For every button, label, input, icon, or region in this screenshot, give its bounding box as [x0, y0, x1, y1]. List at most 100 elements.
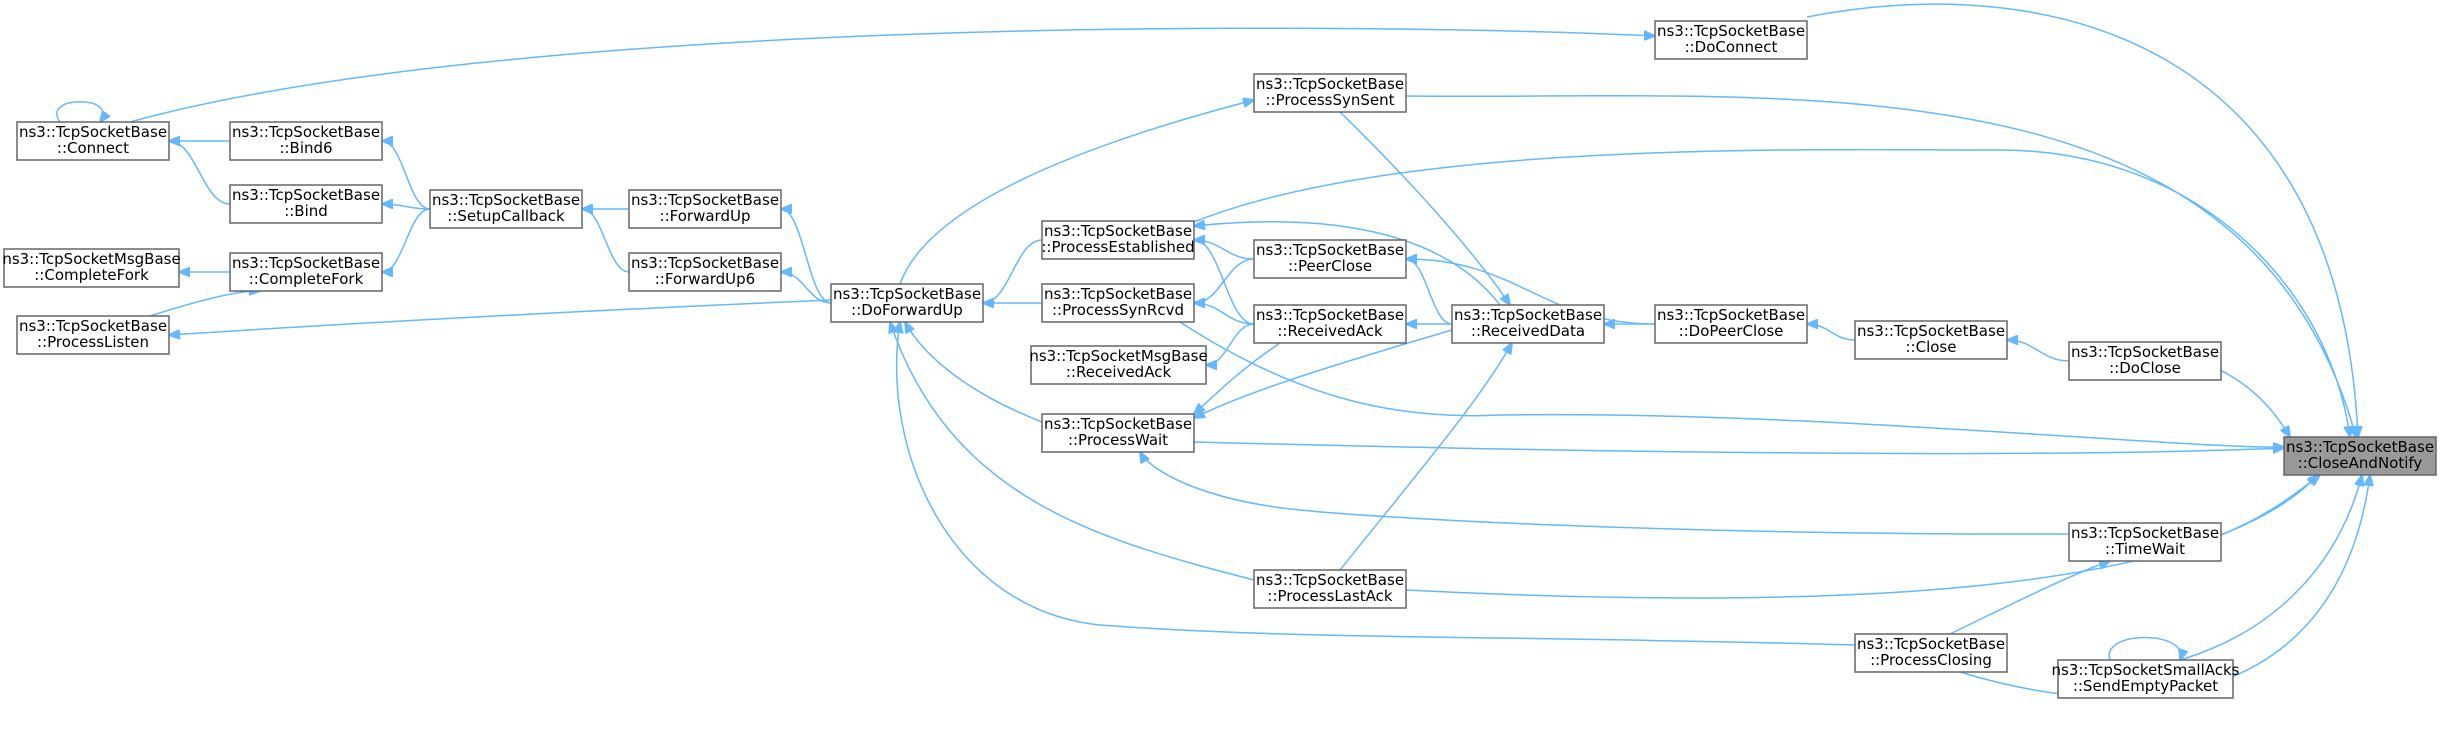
node-process-last-ack[interactable]: ns3::TcpSocketBase::ProcessLastAck: [1253, 569, 1407, 609]
edge-connect-to-do-connect: [129, 27, 1655, 123]
edge-path: [1194, 342, 1281, 414]
edge-path: [2220, 475, 2320, 536]
edge-path: [2007, 340, 2070, 362]
edge-path: [897, 322, 1856, 646]
node-box: [2068, 341, 2222, 381]
edge-path: [382, 141, 431, 210]
node-method-label: ::ForwardUp: [660, 207, 751, 225]
node-box: [1030, 345, 1207, 385]
edge-path: [582, 209, 630, 273]
node-method-label: ::SendEmptyPacket: [2073, 677, 2218, 695]
edge-path: [2179, 475, 2362, 661]
edge-path: [1206, 323, 1255, 365]
node-method-label: ::ReceivedAck: [1277, 322, 1383, 340]
node-box: [1854, 320, 2008, 360]
edge-send-empty-packet-to-send-empty-packet: [2108, 636, 2181, 661]
edge-path: [382, 208, 431, 272]
node-method-label: ::ProcessLastAck: [1267, 587, 1392, 605]
node-box: [3, 248, 180, 288]
node-class-label: ns3::TcpSocketBase: [1857, 635, 2005, 653]
node-process-syn-rcvd[interactable]: ns3::TcpSocketBase::ProcessSynRcvd: [1041, 283, 1195, 323]
node-connect[interactable]: ns3::TcpSocketBase::Connect: [16, 121, 170, 161]
node-class-label: ns3::TcpSocketBase: [232, 123, 380, 141]
node-method-label: ::Bind: [284, 202, 328, 220]
node-process-established[interactable]: ns3::TcpSocketBase::ProcessEstablished: [1041, 220, 1195, 260]
node-box: [1253, 239, 1407, 279]
edge-path: [905, 322, 1043, 423]
node-method-label: ::ProcessWait: [1068, 431, 1168, 449]
edge-do-forward-up-to-forward-up: [781, 209, 832, 304]
node-close[interactable]: ns3::TcpSocketBase::Close: [1854, 320, 2008, 360]
edge-path: [2108, 636, 2181, 661]
node-complete-fork[interactable]: ns3::TcpSocketBase::CompleteFork: [229, 252, 383, 292]
edge-bind-to-connect: [169, 141, 231, 205]
edge-process-syn-sent-to-received-data: [1339, 111, 1510, 305]
node-process-wait[interactable]: ns3::TcpSocketBase::ProcessWait: [1041, 413, 1195, 453]
edge-received-ack-to-process-wait: [1194, 342, 1281, 414]
node-bind6[interactable]: ns3::TcpSocketBase::Bind6: [229, 121, 383, 161]
node-method-label: ::DoClose: [2109, 359, 2181, 377]
node-do-forward-up[interactable]: ns3::TcpSocketBase::DoForwardUp: [830, 283, 984, 323]
node-class-label: ns3::TcpSocketBase: [2071, 524, 2219, 542]
node-method-label: ::CompleteFork: [34, 266, 149, 284]
node-class-label: ns3::TcpSocketBase: [1256, 306, 1404, 324]
node-box: [1654, 304, 1808, 344]
node-do-peer-close[interactable]: ns3::TcpSocketBase::DoPeerClose: [1654, 304, 1808, 344]
edge-process-established-to-do-forward-up: [983, 239, 1043, 303]
node-class-label: ns3::TcpSocketBase: [1044, 415, 1192, 433]
node-method-label: ::ProcessSynRcvd: [1052, 301, 1184, 319]
edge-path: [169, 299, 832, 335]
node-close-and-notify[interactable]: ns3::TcpSocketBase::CloseAndNotify: [2283, 436, 2437, 476]
node-method-label: ::ProcessListen: [37, 333, 149, 351]
node-class-label: ns3::TcpSocketBase: [232, 254, 380, 272]
edge-close-to-do-peer-close: [1807, 324, 1856, 341]
node-class-label: ns3::TcpSocketSmallAcks: [2052, 661, 2240, 679]
node-bind[interactable]: ns3::TcpSocketBase::Bind: [229, 184, 383, 224]
node-box: [830, 283, 984, 323]
edge-process-last-ack-to-do-forward-up: [890, 322, 1255, 581]
edge-path: [899, 100, 1254, 285]
node-received-data[interactable]: ns3::TcpSocketBase::ReceivedData: [1451, 304, 1605, 344]
node-process-syn-sent[interactable]: ns3::TcpSocketBase::ProcessSynSent: [1253, 73, 1407, 113]
node-box: [229, 121, 383, 161]
node-class-label: ns3::TcpSocketBase: [1256, 241, 1404, 259]
node-method-label: ::Connect: [57, 139, 129, 157]
edge-path: [983, 239, 1043, 303]
edge-process-wait-to-close-and-notify: [1193, 441, 2284, 455]
edge-process-wait-to-do-forward-up: [905, 322, 1043, 423]
edge-path: [781, 209, 832, 304]
node-forward-up[interactable]: ns3::TcpSocketBase::ForwardUp: [628, 189, 782, 229]
node-msg-complete-fork[interactable]: ns3::TcpSocketMsgBase::CompleteFork: [2, 248, 181, 288]
node-time-wait[interactable]: ns3::TcpSocketBase::TimeWait: [2068, 522, 2222, 562]
node-setup-callback[interactable]: ns3::TcpSocketBase::SetupCallback: [429, 189, 583, 229]
node-msg-received-ack[interactable]: ns3::TcpSocketMsgBase::ReceivedAck: [1029, 345, 1208, 385]
node-method-label: ::CloseAndNotify: [2298, 454, 2423, 472]
node-forward-up6[interactable]: ns3::TcpSocketBase::ForwardUp6: [628, 252, 782, 292]
node-process-listen[interactable]: ns3::TcpSocketBase::ProcessListen: [16, 315, 170, 355]
edge-setup-callback-to-complete-fork: [382, 208, 431, 272]
node-class-label: ns3::TcpSocketBase: [19, 317, 167, 335]
node-box: [628, 189, 782, 229]
node-box: [1253, 304, 1407, 344]
edge-path: [1194, 303, 1255, 325]
node-method-label: ::Close: [1906, 338, 1957, 356]
node-process-closing[interactable]: ns3::TcpSocketBase::ProcessClosing: [1854, 633, 2008, 673]
node-method-label: ::DoConnect: [1685, 38, 1778, 56]
node-class-label: ns3::TcpSocketBase: [2286, 438, 2434, 456]
edge-path: [1807, 324, 1856, 341]
node-box: [1654, 20, 1808, 60]
node-peer-close[interactable]: ns3::TcpSocketBase::PeerClose: [1253, 239, 1407, 279]
node-class-label: ns3::TcpSocketBase: [232, 186, 380, 204]
edge-path: [1949, 561, 2110, 635]
node-class-label: ns3::TcpSocketBase: [1044, 285, 1192, 303]
edge-path: [1339, 111, 1510, 305]
node-received-ack[interactable]: ns3::TcpSocketBase::ReceivedAck: [1253, 304, 1407, 344]
node-box: [16, 121, 170, 161]
edge-do-forward-up-to-process-syn-sent: [899, 100, 1254, 285]
node-class-label: ns3::TcpSocketBase: [2071, 343, 2219, 361]
edge-process-last-ack-to-received-data: [1339, 343, 1512, 571]
node-do-close[interactable]: ns3::TcpSocketBase::DoClose: [2068, 341, 2222, 381]
edge-process-closing-to-time-wait: [1949, 561, 2110, 635]
node-do-connect[interactable]: ns3::TcpSocketBase::DoConnect: [1654, 20, 1808, 60]
node-send-empty-packet[interactable]: ns3::TcpSocketSmallAcks::SendEmptyPacket: [2052, 659, 2240, 699]
